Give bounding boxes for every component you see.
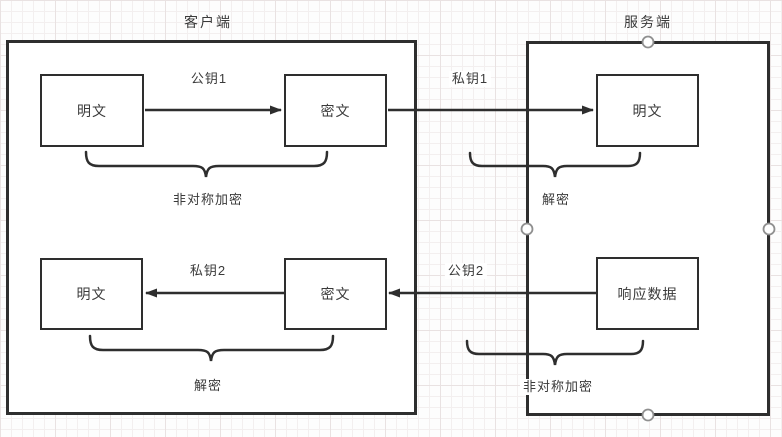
public-key1-label: 公钥1 bbox=[187, 71, 231, 87]
client-ciphertext-bottom-node[interactable]: 密文 bbox=[284, 258, 387, 330]
brace-server-decrypt[interactable] bbox=[468, 151, 642, 178]
server-handle-top[interactable] bbox=[641, 35, 655, 49]
brace-client-decrypt[interactable] bbox=[88, 334, 335, 362]
node-label: 密文 bbox=[320, 286, 351, 302]
brace-server-encrypt[interactable] bbox=[465, 339, 645, 366]
server-plaintext-node[interactable]: 明文 bbox=[596, 74, 699, 147]
client-title: 客户端 bbox=[184, 14, 232, 30]
server-handle-left[interactable] bbox=[520, 222, 534, 236]
client-decrypt-brace-label: 解密 bbox=[190, 378, 226, 394]
server-handle-bottom[interactable] bbox=[641, 408, 655, 422]
brace-client-encrypt[interactable] bbox=[84, 150, 329, 178]
private-key1-label: 私钥1 bbox=[448, 71, 492, 87]
public-key2-label: 公钥2 bbox=[444, 263, 488, 279]
server-handle-right[interactable] bbox=[762, 222, 776, 236]
node-label: 明文 bbox=[632, 102, 663, 119]
node-label: 密文 bbox=[320, 102, 351, 119]
client-plaintext-bottom-node[interactable]: 明文 bbox=[40, 258, 143, 330]
node-label: 响应数据 bbox=[617, 285, 678, 302]
server-decrypt-brace-label: 解密 bbox=[538, 192, 574, 208]
node-label: 明文 bbox=[77, 102, 107, 119]
private-key2-label: 私钥2 bbox=[186, 263, 230, 279]
server-encrypt-brace-label: 非对称加密 bbox=[519, 379, 597, 395]
client-plaintext-top-node[interactable]: 明文 bbox=[40, 74, 144, 147]
node-label: 明文 bbox=[76, 286, 107, 302]
client-encrypt-brace-label: 非对称加密 bbox=[169, 192, 247, 208]
client-ciphertext-top-node[interactable]: 密文 bbox=[284, 74, 387, 147]
server-title: 服务端 bbox=[624, 14, 672, 30]
server-response-node[interactable]: 响应数据 bbox=[596, 257, 699, 330]
